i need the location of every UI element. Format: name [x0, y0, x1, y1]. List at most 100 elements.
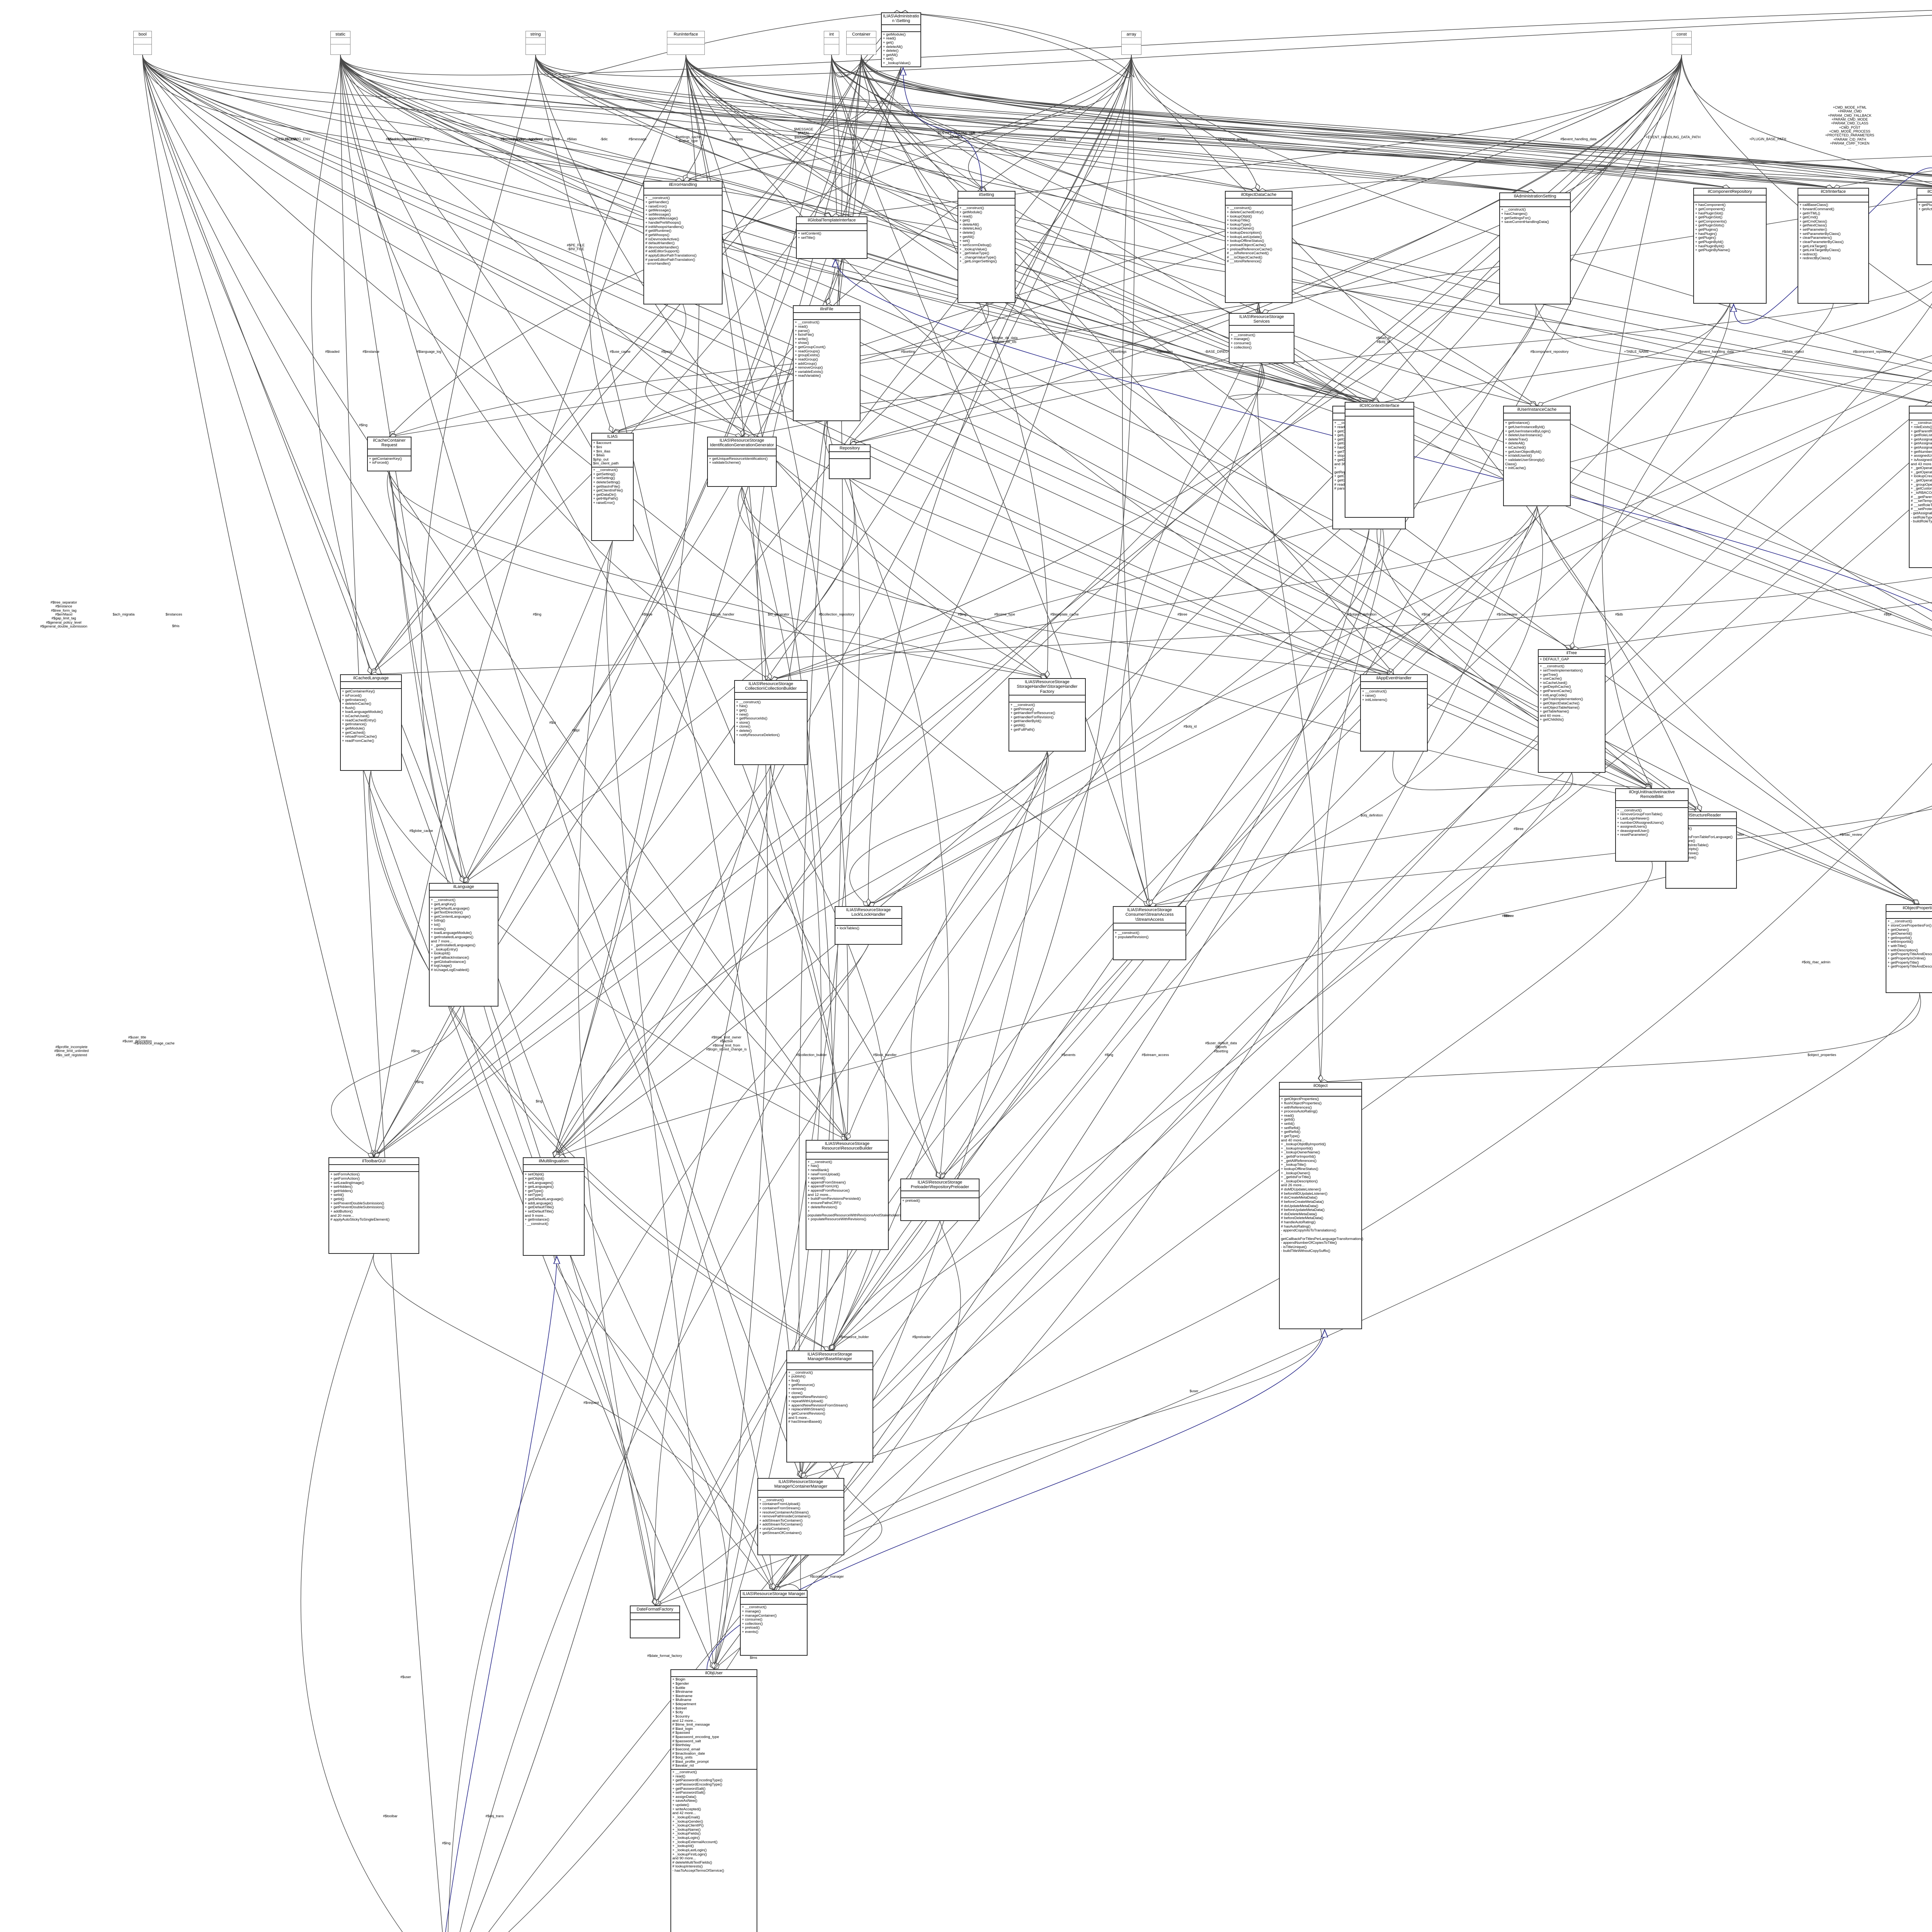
class-attributes: + $account+ $ini+ $ini_ilias+ $ilias$php… — [592, 440, 633, 467]
uml-class-node[interactable]: string — [526, 31, 546, 55]
uml-class-node[interactable]: array — [1121, 31, 1141, 55]
uml-class-node[interactable]: ILIAS\ResourceStorage Resource\ResourceB… — [806, 1140, 904, 1250]
class-title: static — [335, 32, 345, 37]
class-method-row: + setPasswordEncodingType() — [672, 1782, 723, 1787]
uml-class-node[interactable]: ILIAS\ResourceStorage StorageHandler\Sto… — [1009, 678, 1086, 752]
edge-label: #$language_log — [416, 349, 442, 354]
class-method-row: + remove() — [788, 1387, 806, 1391]
uml-class-node[interactable]: ILIAS+ $account+ $ini+ $ini_ilias+ $ilia… — [591, 433, 634, 541]
class-method-row: + getStreamOfContainer() — [759, 1531, 802, 1535]
uml-class-node[interactable]: ILIAS\ResourceStorage IdentificationGene… — [707, 437, 777, 487]
class-method-row: + get() — [736, 708, 747, 713]
class-method-row: + getUserObjectById() — [1505, 449, 1542, 454]
class-method-row: + appendNewRevision() — [788, 1395, 828, 1400]
edge-label: #$data_object — [1782, 349, 1804, 354]
uml-class-node[interactable]: RunInterface — [667, 31, 705, 55]
uml-class-node[interactable]: ilComponentRepository+ hasComponent()+ g… — [1693, 188, 1767, 304]
class-title: ilOrgUnitInactiveInactive RemoteBilet — [1629, 790, 1675, 799]
uml-class-node[interactable]: ilToolbarGUI+ setFormAction()+ getFormAc… — [328, 1157, 419, 1254]
uml-class-node[interactable]: ilLanguage+ __construct()+ getLangKey()+… — [429, 883, 498, 1007]
class-method-row: + _getLongerSettings() — [959, 259, 997, 264]
uml-class-node[interactable]: ilSetting+ __construct()+ getModule()+ r… — [957, 191, 1015, 303]
uml-class-node[interactable]: ilErrorHandling+ __construct()+ getHandl… — [643, 181, 723, 304]
class-method-row: + getLanguages() — [525, 1185, 554, 1189]
class-method-row: + addLanguage() — [525, 1201, 553, 1206]
uml-class-node[interactable]: ilObjUser+ $login+ $gender+ $utitle+ $fi… — [670, 1669, 757, 1932]
uml-class-node[interactable]: ilCacheContainer Request+ getContainerKe… — [367, 437, 412, 471]
uml-class-node[interactable]: ILIAS\ResourceStorage Consumer\StreamAcc… — [1113, 906, 1186, 960]
class-method-row: + getHandlerForRevision() — [1010, 715, 1054, 719]
class-method-row: - buildRoleType() — [1911, 519, 1932, 524]
association-edge — [142, 54, 374, 1158]
uml-class-node[interactable]: IlAdministrationSetting+ __construct()+ … — [1499, 192, 1571, 304]
uml-class-node[interactable]: ILIAS\Administration \Setting+ getModule… — [881, 12, 921, 67]
uml-class-node[interactable]: ILIAS\ResourceStorage Lock\LockHandler+ … — [835, 906, 902, 945]
class-attribute-row: # $org_units — [672, 1755, 693, 1760]
uml-class-node[interactable]: ILIAS\ResourceStorage Collection\Collect… — [734, 680, 808, 765]
uml-class-node[interactable]: ilAppEventHandler+ __construct()+ raise(… — [1360, 674, 1428, 752]
class-method-row: + setSetting() — [593, 476, 615, 481]
class-method-row: + getType() — [1281, 1134, 1300, 1138]
class-method-row: and 12 more... — [808, 1192, 832, 1197]
association-edge — [553, 54, 1132, 1158]
uml-class-node[interactable]: DateFormatFactory — [630, 1605, 680, 1638]
uml-class-node[interactable]: ILIAS\ResourceStorage Services+ __constr… — [1229, 313, 1294, 363]
uml-class-node[interactable]: const — [1672, 31, 1692, 55]
class-method-row: + _lookupLogin() — [672, 1836, 700, 1840]
class-methods: + __construct()+ manage()+ manageContain… — [741, 1604, 807, 1635]
uml-class-node[interactable]: ilObject+ getObjectProperties()+ flushOb… — [1279, 1082, 1363, 1329]
uml-class-node[interactable]: Container — [846, 31, 876, 55]
class-methods: + __construct()+ setTreeImplementation()… — [1539, 663, 1605, 723]
uml-class-node[interactable]: ilIniFile+ __construct()+ read()+ parse(… — [793, 305, 861, 421]
uml-class-node[interactable]: ilGlobalTemplateInterface+ setContent()+… — [796, 216, 867, 259]
class-method-row: + raiseError() — [593, 501, 615, 505]
class-title: ilUserInstanceCache — [1517, 407, 1557, 412]
class-attribute-row: $ini_client_path — [593, 461, 619, 466]
uml-class-node[interactable]: ilCtrlInterface+ callBaseClass()+ forwar… — [1798, 188, 1869, 304]
uml-class-node[interactable]: ilMultilingualism+ setObjId()+ getObjId(… — [523, 1157, 585, 1256]
uml-class-node[interactable]: ilOrgUnitInactiveInactive RemoteBilet+ _… — [1615, 788, 1689, 862]
class-method-row: + exists() — [431, 927, 446, 931]
class-attributes — [1694, 195, 1766, 202]
class-title: string — [530, 32, 541, 37]
uml-class-node[interactable]: ILIAS\ResourceStorage Preloader\Reposito… — [900, 1179, 980, 1221]
uml-class-node[interactable]: int — [824, 31, 839, 55]
uml-class-node[interactable]: ilCtrlContextInterface — [1345, 402, 1414, 518]
class-method-row: + appendFromStream() — [808, 1180, 846, 1185]
class-title: ILIAS\ResourceStorage IdentificationGene… — [710, 438, 774, 448]
uml-class-node[interactable]: static — [330, 31, 350, 55]
class-method-row: + getPluginByName() — [1695, 248, 1730, 253]
uml-class-node[interactable]: ilTree+ DEFAULT_GAP+ __construct()+ setT… — [1538, 649, 1605, 773]
class-method-row: # applyEditorPathTranslations() — [645, 253, 697, 258]
association-edge — [1119, 303, 1260, 906]
uml-class-node[interactable]: ilComponentFactory+ getPlugin()+ getActi… — [1917, 188, 1932, 265]
edge-label: $obj_definition — [1360, 813, 1383, 817]
class-title: RunInterface — [673, 32, 698, 37]
uml-class-node[interactable]: Repository — [829, 444, 871, 479]
class-methods: + __construct()+ containerFromUpload()+ … — [758, 1497, 844, 1536]
class-method-row: + _getIdsForTitle() — [1281, 1175, 1311, 1180]
uml-class-node[interactable]: ILIAS\ResourceStorage Manager+ __constru… — [740, 1590, 808, 1656]
uml-class-node[interactable]: ILIAS\ResourceStorage Manager\ContainerM… — [757, 1478, 844, 1555]
uml-class-node[interactable]: bool — [133, 31, 152, 55]
uml-class-node[interactable]: ilObjectDataCache+ __construct()+ delete… — [1225, 191, 1293, 303]
uml-class-node[interactable]: ilCachedLanguage+ getContainerKey()+ isF… — [340, 674, 402, 771]
edge-label: #$DEBUG_ENV — [285, 137, 310, 141]
class-attribute-row: + $ini_ilias — [593, 449, 611, 454]
uml-class-node[interactable]: ilUserInstanceCache+ getInstance()+ getU… — [1503, 406, 1571, 506]
association-edge — [685, 54, 768, 1670]
class-method-row: + getHTML() — [1799, 211, 1820, 216]
edge-label: #$tree — [1504, 913, 1514, 918]
association-edge — [535, 54, 1262, 313]
uml-class-node[interactable]: ILIAS\ResourceStorage Manager\BaseManage… — [786, 1350, 873, 1463]
class-attributes — [1910, 413, 1932, 420]
edge-label: #$ilias — [567, 137, 577, 141]
association-edge — [832, 54, 1682, 216]
uml-class-node[interactable]: ilRbacAdmin+ __construct()+ roleExists()… — [1909, 406, 1932, 568]
class-method-row: + lookupDescription() — [1227, 231, 1262, 235]
class-title: ilCtrlStructureReader — [1681, 813, 1721, 818]
uml-class-node[interactable]: ilObjectProperties+ __construct()+ store… — [1886, 904, 1932, 993]
class-methods — [830, 458, 870, 461]
edge-label: #$user_default_data #$prefs #$setting — [1205, 1041, 1237, 1053]
